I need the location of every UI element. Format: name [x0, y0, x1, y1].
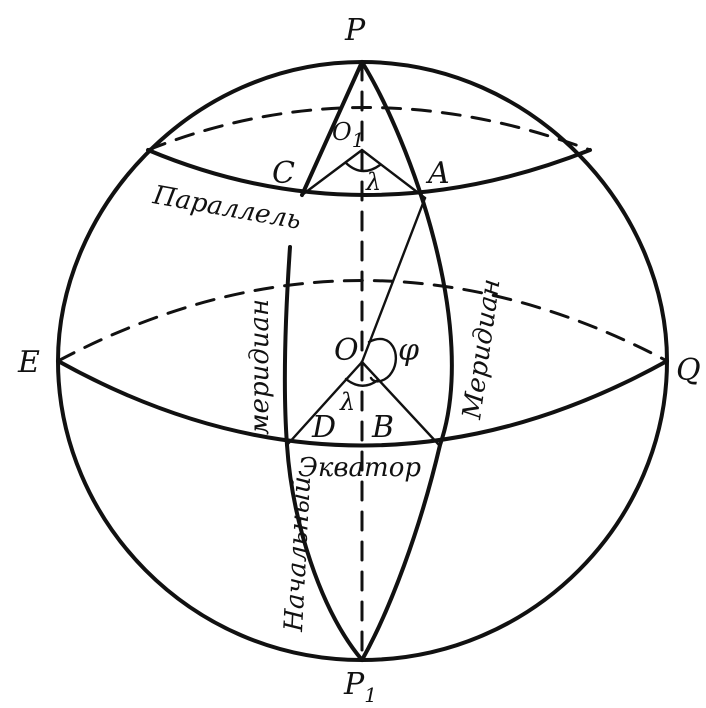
angle-arc-lambda-top	[344, 161, 382, 173]
label-p: P	[344, 13, 366, 48]
radius-o-b	[360, 360, 442, 448]
label-e: E	[17, 345, 40, 380]
angle-arc-phi	[367, 337, 397, 383]
label-equator: Экватор	[298, 453, 421, 483]
label-d: D	[311, 410, 336, 445]
label-o1-main: O	[332, 118, 352, 146]
label-o1-sub: 1	[352, 128, 365, 152]
radius-o-a	[360, 196, 427, 364]
label-p1-main: P	[343, 667, 365, 702]
prime-meridian-lower	[285, 443, 364, 662]
meridian-through-a	[360, 60, 454, 662]
parallel-back	[146, 106, 592, 152]
radius-o1-a	[360, 148, 427, 200]
label-meridian-left: меридиан	[245, 299, 275, 435]
label-lambda-bottom: λ	[339, 388, 355, 416]
parallel-front	[146, 148, 592, 197]
label-lambda-top: λ	[365, 168, 381, 196]
label-prime-meridian: Начальный	[279, 475, 317, 633]
equator-front	[56, 359, 669, 448]
label-c: C	[272, 156, 295, 191]
label-meridian-right: Меридиан	[457, 277, 507, 422]
prime-meridian-mid	[282, 245, 292, 447]
radius-o1-c	[300, 148, 364, 197]
label-a: A	[425, 156, 450, 191]
label-b: B	[371, 410, 394, 445]
label-p1: P1	[343, 667, 377, 707]
label-o: O	[334, 333, 359, 368]
label-o1: O1	[332, 118, 364, 152]
label-q: Q	[676, 353, 701, 388]
label-phi: φ	[398, 333, 419, 368]
radius-o-d	[285, 360, 364, 447]
label-p1-sub: 1	[364, 683, 377, 707]
prime-meridian-upper	[300, 60, 364, 197]
